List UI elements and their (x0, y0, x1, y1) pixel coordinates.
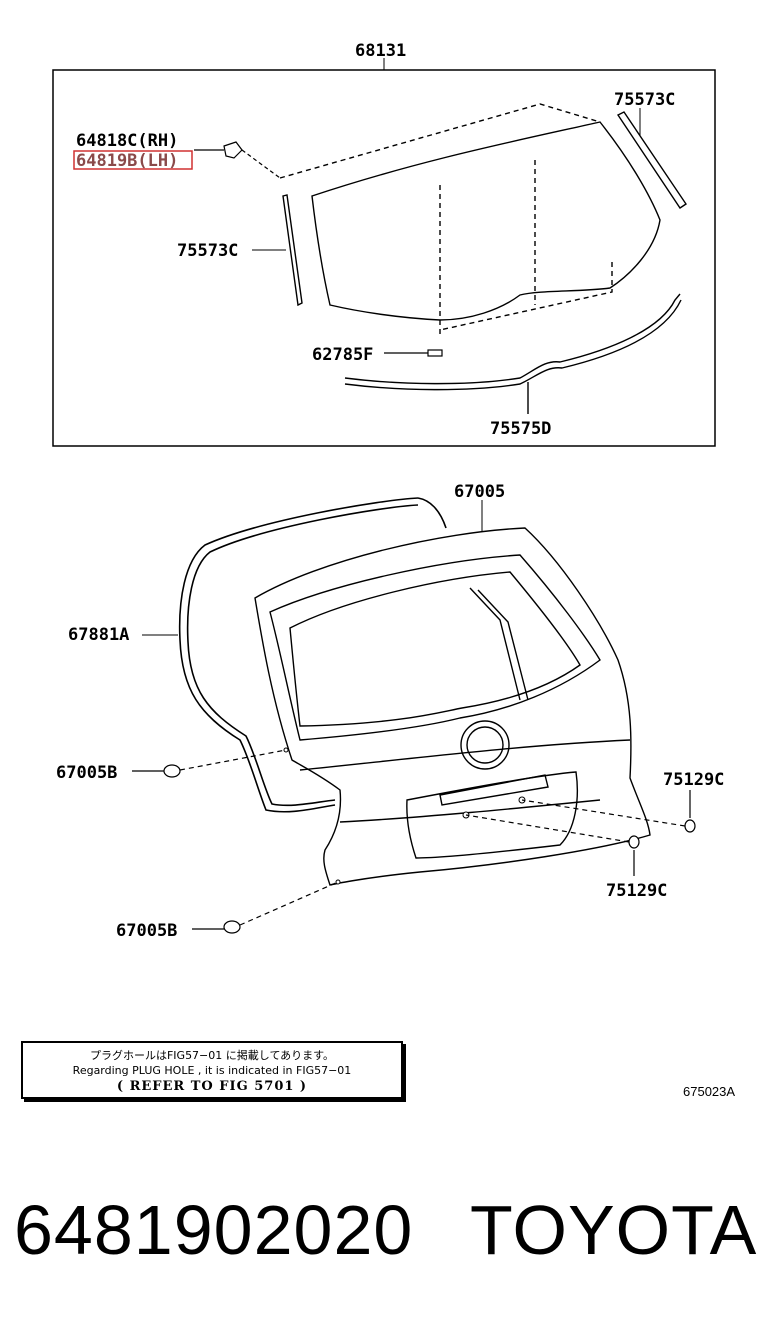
top-leaders (252, 108, 641, 251)
label-64819B-LH[interactable]: 64819B(LH) (76, 151, 178, 171)
glass-frame-box (52, 69, 716, 447)
label-67005B-upper: 67005B (56, 763, 117, 783)
glass-clip (194, 141, 281, 179)
label-75573C-right: 75573C (614, 90, 675, 110)
label-67881A: 67881A (68, 625, 129, 645)
note-line-english: Regarding PLUG HOLE , it is indicated in… (72, 1064, 352, 1077)
note-line-japanese: プラグホールはFIG57−01 に掲載してあります。 (89, 1049, 335, 1062)
weatherstrip-67881A (178, 497, 447, 813)
highlight-box (73, 150, 193, 170)
note-line-refer: ( REFER TO FIG 5701 ) (116, 1079, 308, 1094)
plug-75129C-lower (465, 814, 640, 876)
plug-75129C-right (521, 790, 696, 833)
lower-molding (344, 293, 682, 414)
label-75129C-right: 75129C (663, 770, 724, 790)
label-75129C-lower: 75129C (606, 881, 667, 901)
label-62785F: 62785F (312, 345, 373, 365)
back-door-glass (279, 103, 661, 335)
side-moldings (282, 111, 687, 307)
label-67005: 67005 (454, 482, 505, 502)
figure-code: 675023A (683, 1084, 736, 1099)
label-75573C-left: 75573C (177, 241, 238, 261)
label-68131: 68131 (355, 41, 406, 61)
glass-spacer (384, 349, 443, 357)
label-64818C-RH: 64818C(RH) (76, 131, 178, 151)
bumper-67005B-upper (132, 749, 287, 778)
label-75575D: 75575D (490, 419, 551, 439)
bottom-leaders (142, 500, 483, 636)
label-67005B-lower: 67005B (116, 921, 177, 941)
part-number: 6481902020 (14, 1191, 414, 1269)
plug-hole-note: プラグホールはFIG57−01 に掲載してあります。 Regarding PLU… (21, 1041, 403, 1099)
brand-name: TOYOTA (470, 1191, 758, 1269)
bumper-67005B-lower (192, 881, 339, 934)
back-door-panel (254, 527, 651, 886)
